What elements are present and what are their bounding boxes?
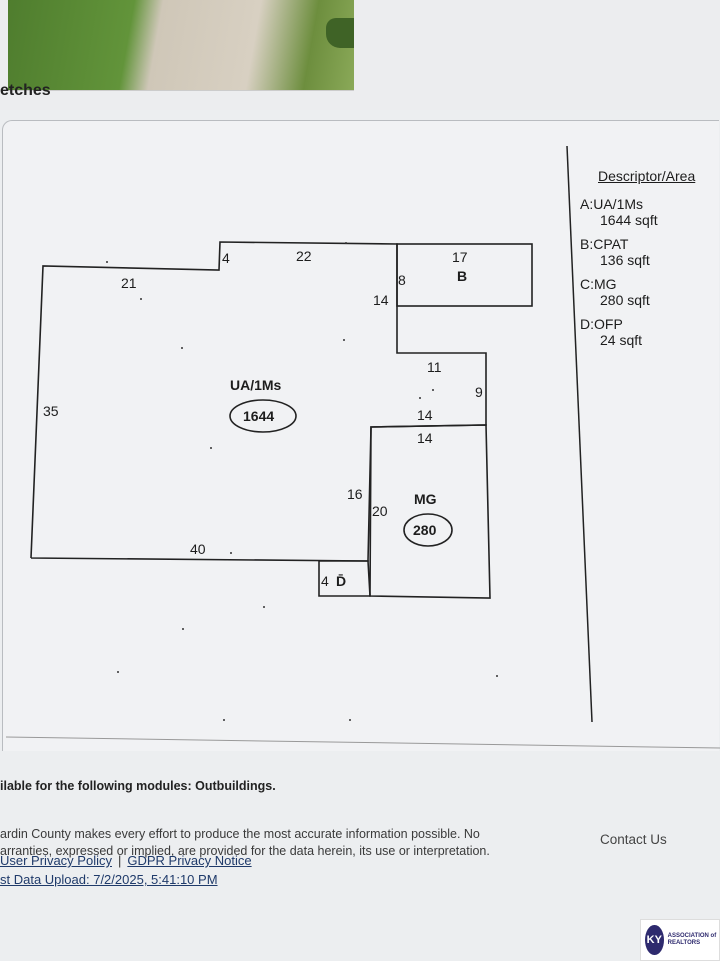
modules-value: Outbuildings.: [195, 779, 276, 793]
logo-text: ASSOCIATION of REALTORS: [667, 933, 717, 946]
legend-item-c: C:MG 280 sqft: [580, 276, 716, 308]
dim-35: 35: [43, 403, 59, 419]
realtors-logo: KY ASSOCIATION of REALTORS: [640, 919, 720, 961]
mg-area-badge: [403, 513, 453, 547]
last-upload: st Data Upload: 7/2/2025, 5:41:10 PM: [0, 872, 218, 887]
modules-prefix: ilable for the following modules:: [0, 779, 196, 793]
legend-area: 136 sqft: [600, 252, 650, 268]
legend-code: C:MG: [580, 276, 617, 292]
disclaimer: ardin County makes every effort to produ…: [0, 826, 540, 860]
dim-17: 17: [452, 249, 468, 265]
legend-title: Descriptor/Area: [598, 168, 696, 184]
dim-14-mid: 14: [417, 407, 433, 423]
mg-area-label: MG: [414, 491, 437, 507]
legend-code: A:UA/1Ms: [580, 196, 644, 212]
dim-11: 11: [427, 359, 442, 375]
property-photo[interactable]: [8, 0, 354, 91]
legend-area: 1644 sqft: [600, 212, 658, 228]
sketch-panel: [2, 120, 719, 751]
ky-logo-icon: KY: [645, 925, 664, 955]
footer-links: User Privacy Policy | GDPR Privacy Notice: [0, 853, 252, 868]
legend-code: D:OFP: [580, 316, 623, 332]
dim-14-mg: 14: [417, 430, 433, 446]
photo-strip: [0, 0, 720, 110]
dim-20: 20: [372, 503, 388, 519]
dim-14-b: 14: [373, 292, 389, 308]
legend-item-d: D:OFP 24 sqft: [580, 316, 716, 348]
building-sketch: 21 4 22 17 8 14 35 11 9 14 14 16 20 40 4…: [5, 145, 720, 749]
modules-note: ilable for the following modules: Outbui…: [0, 779, 276, 793]
d-area-label: D̄: [336, 572, 346, 589]
legend-code: B:CPAT: [580, 236, 629, 252]
legend-area: 24 sqft: [600, 332, 643, 348]
dim-21: 21: [121, 275, 137, 291]
legend-area: 280 sqft: [600, 292, 650, 308]
legend: Descriptor/Area A:UA/1Ms 1644 sqft B:CPA…: [580, 168, 716, 356]
section-label: etches: [0, 82, 51, 99]
dim-40: 40: [190, 541, 206, 557]
speckles: [106, 242, 498, 721]
dim-22: 22: [296, 248, 312, 264]
link-separator: |: [117, 853, 122, 868]
disclaimer-line-2: arranties, expressed or implied, are pro…: [0, 844, 490, 858]
dim-9: 9: [475, 384, 483, 400]
main-area-label: UA/1Ms: [230, 377, 282, 393]
dim-4-d: 4: [321, 573, 329, 589]
mg-area-value: 280: [413, 522, 437, 538]
gdpr-notice-link[interactable]: GDPR Privacy Notice: [127, 853, 252, 868]
main-area-badge: [229, 399, 297, 433]
contact-us-link[interactable]: Contact Us: [600, 832, 667, 847]
disclaimer-line-1: ardin County makes every effort to produ…: [0, 827, 480, 841]
mg-area-outline: [369, 424, 491, 599]
main-area-value: 1644: [243, 408, 274, 424]
dim-8: 8: [398, 272, 406, 288]
b-area-label: B: [457, 268, 467, 284]
dim-16: 16: [347, 486, 363, 502]
legend-item-b: B:CPAT 136 sqft: [580, 236, 716, 268]
panel-divider: [566, 145, 593, 723]
privacy-policy-link[interactable]: User Privacy Policy: [0, 853, 112, 868]
main-area-outline: [30, 241, 487, 562]
d-area-outline: [318, 560, 371, 597]
dim-4-top: 4: [222, 250, 230, 266]
b-area-outline: [396, 243, 533, 307]
legend-item-a: A:UA/1Ms 1644 sqft: [580, 196, 716, 228]
panel-bottom-line: [5, 736, 720, 749]
